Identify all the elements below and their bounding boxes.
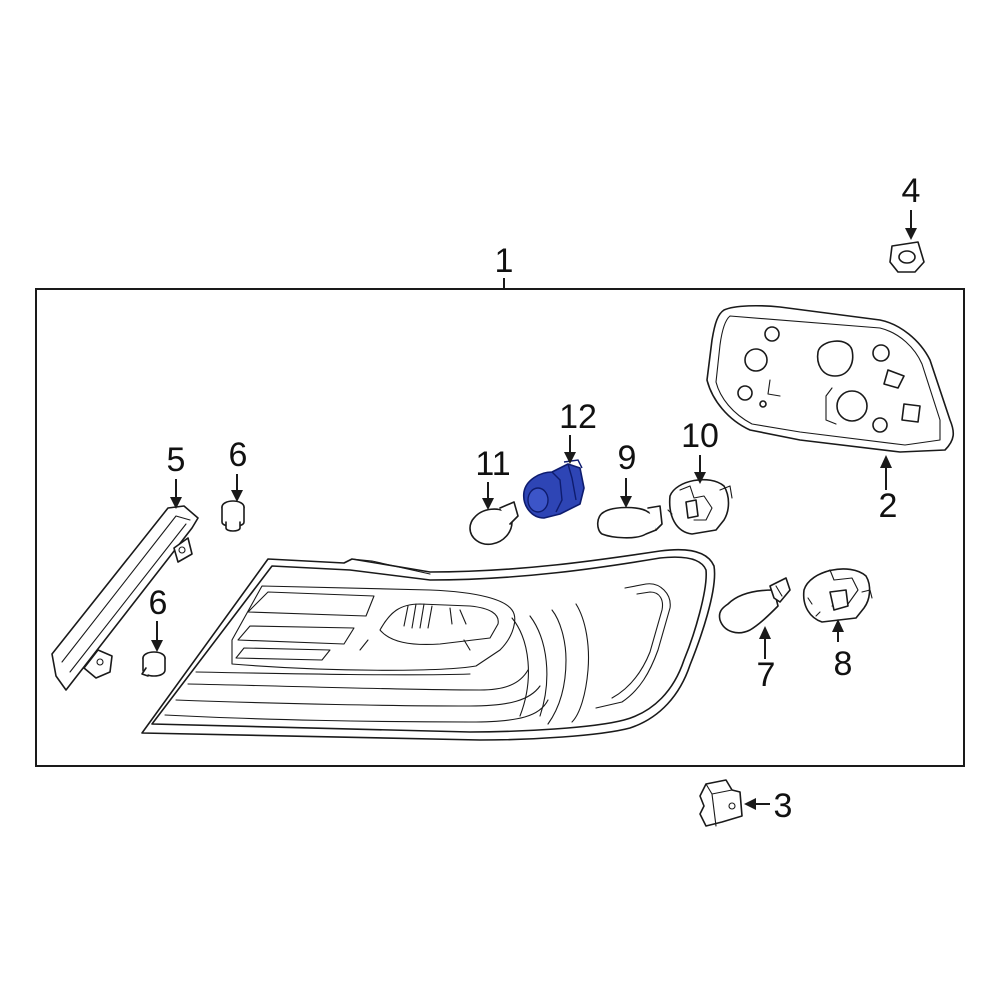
callout-10: 10	[681, 417, 719, 455]
assembly-frame	[35, 288, 965, 767]
callout-2: 2	[879, 487, 898, 525]
callout-3: 3	[774, 787, 793, 825]
push-pin-lower	[141, 651, 166, 677]
callout-1: 1	[495, 242, 514, 280]
wedge-bulb-part	[718, 577, 791, 634]
nut-part	[889, 241, 925, 273]
socket-10-part	[667, 478, 733, 535]
callout-6-lower: 6	[149, 584, 168, 622]
clip-part	[699, 779, 743, 827]
callout-6-upper: 6	[229, 436, 248, 474]
callout-11: 11	[475, 445, 510, 483]
callout-8: 8	[834, 645, 853, 683]
callout-5: 5	[167, 441, 186, 479]
gasket-part	[706, 304, 955, 453]
socket-8-part	[802, 568, 873, 623]
bulb-11-part	[469, 501, 519, 546]
bracket-part	[51, 505, 199, 691]
push-pin-upper	[221, 500, 245, 532]
bulb-9-part	[596, 505, 663, 539]
callout-7: 7	[757, 656, 776, 694]
socket-12-part-highlighted	[522, 459, 585, 519]
tail-lamp-housing	[141, 548, 716, 741]
callout-9: 9	[618, 439, 637, 477]
callout-4: 4	[902, 172, 921, 210]
callout-12: 12	[559, 398, 597, 436]
